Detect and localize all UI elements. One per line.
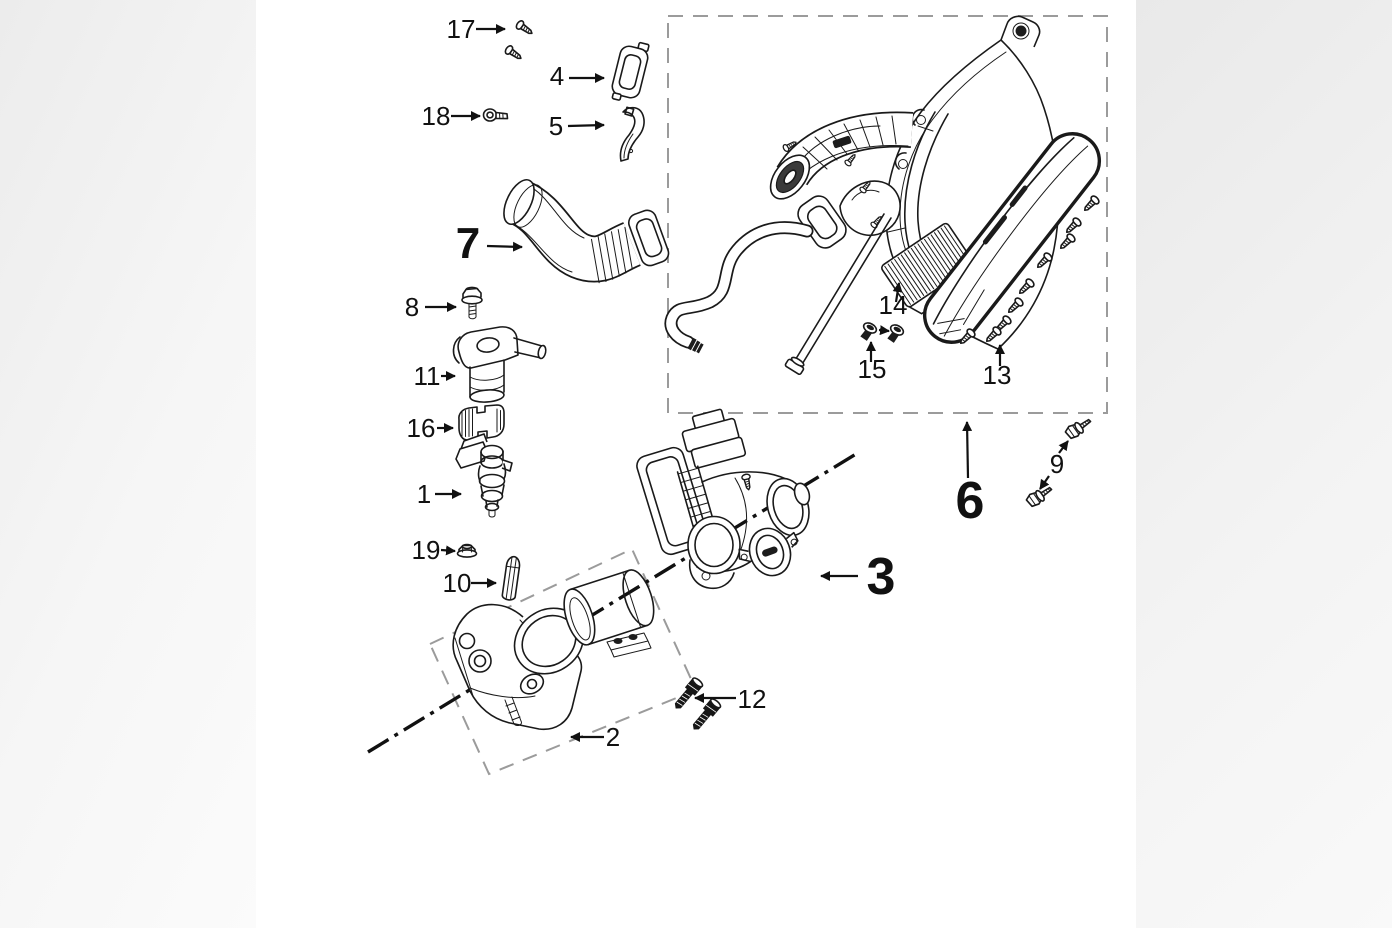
letterbox-right [1136,0,1392,928]
callout-leaders [425,24,1069,742]
letterbox-left [0,0,256,928]
part-19-flange-nut [456,543,478,558]
leader-9b [1039,475,1050,490]
leader-5 [567,120,605,131]
part-10-dowel-pin [501,555,521,601]
sleeve-clamp [606,632,652,658]
coupling-sleeve [563,569,655,646]
part-11-sensor-body [452,326,547,403]
callout-15-label: 15 [858,354,887,384]
leader-7 [486,241,523,252]
callout-2-label: 2 [606,722,620,752]
callout-17-label: 17 [447,14,476,44]
part-7-air-intake-duct [503,178,670,284]
callout-10-label: 10 [443,568,472,598]
part-5-bracket [619,106,645,162]
part-17-screws [503,18,536,63]
part-4-cover-plate [611,41,650,101]
leader-9a [1058,440,1069,454]
callout-6-label: 6 [956,472,985,530]
callout-3-label: 3 [867,548,896,606]
callout-9-label: 9 [1050,449,1064,479]
leader-6 [962,421,973,479]
leader-15b [878,325,890,336]
part-18-bleed-screw [482,108,509,122]
callout-1-label: 1 [417,479,431,509]
callout-16-label: 16 [407,413,436,443]
callout-11-label: 11 [414,361,441,391]
part-1-fuel-injector [455,433,513,518]
callout-4-label: 4 [550,61,564,91]
callout-5-label: 5 [549,111,563,141]
part-12-socket-bolts [670,675,723,734]
callout-18-label: 18 [422,101,451,131]
airbox-side-cover [922,132,1102,344]
leader-14 [892,282,903,303]
airbox-assembly [664,15,1060,376]
part-8-flange-bolt [461,286,483,320]
callout-12-label: 12 [738,684,767,714]
callout-8-label: 8 [405,292,419,322]
callout-19-label: 19 [412,535,441,565]
part-15-push-pins [857,320,906,345]
airbox-group-dashed-box [667,15,1108,414]
part-3-throttle-body [636,408,811,590]
callout-7-label: 7 [456,219,480,268]
leader-19 [440,545,456,556]
callout-14-label: 14 [879,290,908,320]
callout-13-label: 13 [983,360,1012,390]
